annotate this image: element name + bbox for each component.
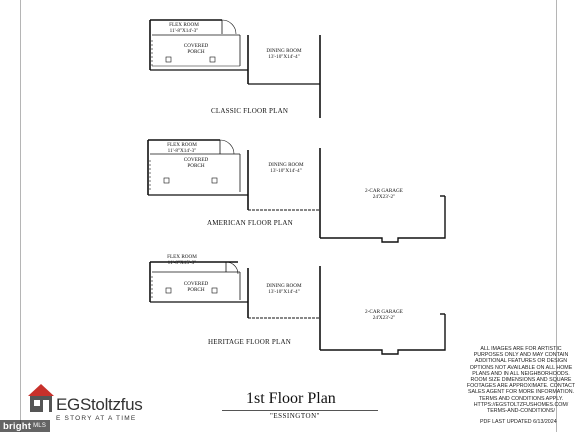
disclaimer-text: ALL IMAGES ARE FOR ARTISTIC PURPOSES ONL… bbox=[466, 346, 576, 415]
heritage-porch-name: COVERED bbox=[184, 281, 209, 287]
american-flex-room-size: 11'-8"X14'-3" bbox=[168, 148, 197, 154]
frame-left-line bbox=[20, 0, 21, 432]
classic-porch-name2: PORCH bbox=[187, 49, 205, 55]
american-dining-name: DINING ROOM bbox=[268, 162, 304, 168]
american-garage-name: 2-CAR GARAGE bbox=[365, 188, 403, 194]
american-plan bbox=[147, 139, 446, 243]
brand-tagline: E STORY AT A TIME bbox=[56, 415, 137, 422]
sheet-title: 1st Floor Plan bbox=[246, 390, 336, 407]
heritage-flex-room-name: FLEX ROOM bbox=[167, 254, 197, 260]
brand-name: EGStoltzfus bbox=[56, 395, 143, 414]
classic-dining-size: 13'-10"X14'-4" bbox=[268, 54, 299, 60]
american-porch-name: COVERED bbox=[184, 157, 209, 163]
classic-dining-name: DINING ROOM bbox=[266, 48, 302, 54]
title-rule bbox=[222, 410, 378, 411]
frame-right-line bbox=[556, 0, 557, 432]
heritage-plan-title: HERITAGE FLOOR PLAN bbox=[208, 338, 291, 346]
american-dining-size: 13'-10"X14'-4" bbox=[270, 168, 301, 174]
heritage-garage-size: 24'X23'-2" bbox=[373, 315, 395, 321]
classic-plan bbox=[149, 19, 321, 118]
american-garage-size: 24'X23'-2" bbox=[373, 194, 395, 200]
american-flex-room-name: FLEX ROOM bbox=[167, 142, 197, 148]
last-updated-text: PDF LAST UPDATED 6/13/2024 bbox=[480, 419, 557, 425]
eg-stoltzfus-logo-icon bbox=[28, 384, 54, 412]
watermark-text: bright bbox=[3, 421, 32, 432]
heritage-garage-name: 2-CAR GARAGE bbox=[365, 309, 403, 315]
classic-flex-room-size: 11'-8"X14'-3" bbox=[170, 28, 199, 34]
heritage-porch-name2: PORCH bbox=[187, 287, 205, 293]
heritage-dining-name: DINING ROOM bbox=[266, 283, 302, 289]
classic-porch-name: COVERED bbox=[184, 43, 209, 49]
american-plan-title: AMERICAN FLOOR PLAN bbox=[207, 219, 293, 227]
classic-flex-room-name: FLEX ROOM bbox=[169, 22, 199, 28]
heritage-dining-size: 13'-10"X14'-4" bbox=[268, 289, 299, 295]
american-porch-name2: PORCH bbox=[187, 163, 205, 169]
heritage-plan bbox=[149, 261, 446, 355]
heritage-flex-room-size: 11'-8"X15'-3" bbox=[168, 260, 197, 266]
model-name: "ESSINGTON" bbox=[270, 412, 320, 420]
watermark-suffix: MLS bbox=[33, 423, 47, 429]
classic-plan-title: CLASSIC FLOOR PLAN bbox=[211, 107, 289, 115]
